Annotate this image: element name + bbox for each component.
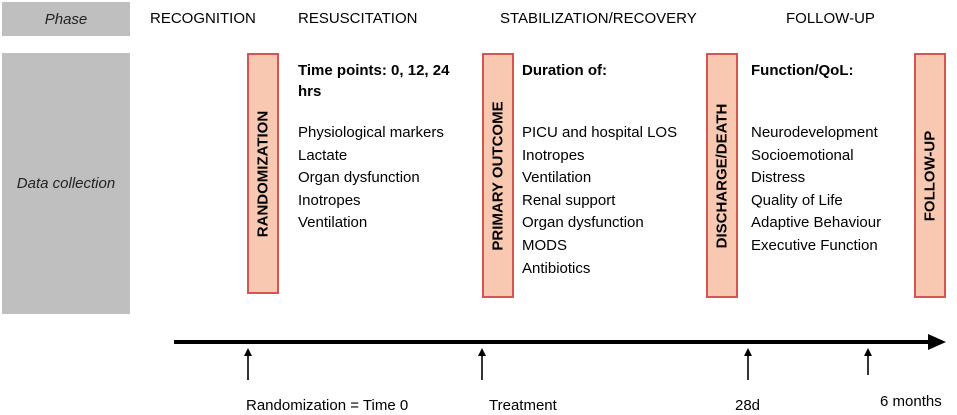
timepoint-label-28d: 28d (735, 397, 761, 414)
list-item: Lactate (298, 146, 348, 164)
data-collection-row-label: Data collection (2, 53, 130, 314)
discharge-death-box: DISCHARGE/DEATH (706, 53, 738, 298)
stabilization-data: Duration of: PICU and hospital LOS Inotr… (522, 60, 704, 280)
follow-up-list: Neurodevelopment Socioemotional Distress… (751, 122, 911, 258)
follow-up-data: Function/QoL: Neurodevelopment Socioemot… (751, 60, 911, 258)
list-item: Quality of Life (751, 191, 843, 209)
resuscitation-data: Time points: 0, 12, 24 hrs Physiological… (298, 60, 476, 235)
follow-up-heading: Function/QoL: (751, 62, 854, 79)
phase-stabilization-recovery: STABILIZATION/RECOVERY (500, 10, 697, 27)
list-item: Socioemotional (751, 146, 854, 164)
list-item: Inotropes (298, 191, 361, 209)
list-item: Neurodevelopment (751, 124, 878, 141)
timepoint-label-treatment: Treatment (489, 397, 557, 414)
phase-row-label: Phase (2, 2, 130, 36)
phase-follow-up: FOLLOW-UP (786, 10, 875, 27)
stabilization-list: PICU and hospital LOS Inotropes Ventilat… (522, 122, 704, 280)
list-item: Ventilation (298, 214, 368, 232)
timepoint-label-6-months: 6 months (880, 393, 942, 410)
timepoint-arrow-randomization (244, 348, 252, 380)
resuscitation-heading: Time points: 0, 12, 24 hrs (298, 62, 450, 100)
primary-outcome-box: PRIMARY OUTCOME (482, 53, 514, 298)
list-item: Organ dysfunction (522, 214, 644, 232)
list-item: Executive Function (751, 236, 878, 254)
randomization-box: RANDOMIZATION (247, 53, 279, 294)
list-item: Distress (751, 169, 806, 187)
list-item: Antibiotics (522, 259, 591, 277)
list-item: MODS (522, 236, 567, 254)
list-item: PICU and hospital LOS (522, 124, 678, 141)
list-item: Ventilation (522, 169, 592, 187)
timepoint-arrow-28d (744, 348, 752, 380)
follow-up-box: FOLLOW-UP (914, 53, 946, 298)
stabilization-heading: Duration of: (522, 62, 607, 79)
timepoint-arrow-6-months (864, 348, 872, 375)
timeline-axis-arrow (174, 334, 946, 350)
list-item: Adaptive Behaviour (751, 214, 882, 232)
list-item: Inotropes (522, 146, 585, 164)
list-item: Renal support (522, 191, 616, 209)
phase-resuscitation: RESUSCITATION (298, 10, 418, 27)
list-item: Organ dysfunction (298, 169, 420, 187)
resuscitation-list: Physiological markers Lactate Organ dysf… (298, 122, 476, 235)
timepoint-arrow-treatment (478, 348, 486, 380)
phase-recognition: RECOGNITION (150, 10, 256, 27)
timepoint-label-randomization: Randomization = Time 0 (246, 397, 409, 414)
list-item: Physiological markers (298, 124, 444, 141)
